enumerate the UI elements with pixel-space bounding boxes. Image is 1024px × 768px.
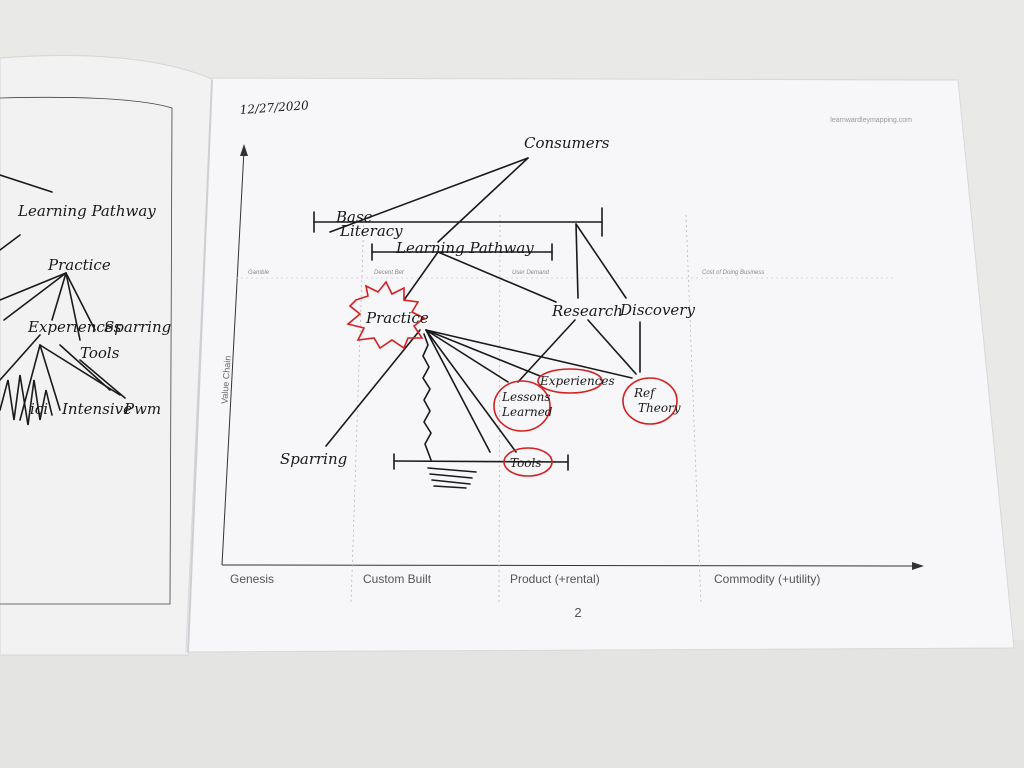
page-number: 2 [574, 605, 581, 620]
experiences-circle [537, 368, 603, 394]
node-ref-theory-line2: Theory [638, 401, 681, 415]
map-axes [221, 144, 924, 605]
y-axis-arrow [240, 144, 248, 156]
stage-label-genesis: Genesis [230, 572, 274, 586]
node-ref-theory-line1: Ref [633, 386, 657, 400]
ref-theory-circle [622, 377, 678, 425]
left-intensive-label: Intensive [61, 400, 132, 418]
node-learning-pathway: Learning Pathway [395, 239, 534, 257]
node-lessons-learned-line2: Learned [501, 405, 553, 419]
website-label: learnwardleymapping.com [830, 117, 912, 124]
practice-burst-highlight [346, 280, 426, 350]
table-surface [0, 640, 1024, 768]
node-base-literacy-line2: Literacy [339, 222, 403, 240]
left-tools-label: Tools [80, 344, 120, 362]
evolution-bars [313, 207, 603, 471]
left-experiences-label: Experiences [27, 318, 122, 336]
phase-label-gamble: Gamble [248, 270, 270, 276]
map-node-labels: Consumers Base Literacy Learning Pathway… [280, 134, 695, 470]
node-sparring: Sparring [280, 450, 347, 468]
stage-label-commodity: Commodity (+utility) [714, 572, 820, 586]
left-learning-pathway-label: Learning Pathway [17, 202, 156, 220]
left-page [0, 55, 215, 656]
left-sparring-label: Sparring [104, 318, 171, 336]
stage-label-custom-built: Custom Built [363, 572, 432, 586]
phase-label-user-demand: User Demand [512, 270, 550, 276]
left-page-labels: Learning Pathway Practice Experiences Sp… [17, 202, 171, 418]
node-lessons-learned-line1: Lessons [501, 390, 551, 404]
red-highlights [346, 280, 678, 477]
phase-label-decent-bet: Decent Bet [374, 270, 404, 276]
node-consumers: Consumers [524, 134, 610, 152]
stage-label-product: Product (+rental) [510, 572, 600, 586]
left-practice-label: Practice [47, 256, 111, 274]
map-links [325, 157, 641, 489]
x-axis-arrow [912, 562, 924, 570]
date-label: 12/27/2020 [239, 98, 309, 117]
y-axis-label: Value Chain [219, 355, 232, 404]
left-ici-label: ici [30, 400, 48, 418]
node-tools: Tools [510, 456, 542, 470]
node-discovery: Discovery [619, 301, 695, 319]
tools-circle [503, 447, 553, 477]
lessons-learned-circle [493, 380, 551, 432]
node-practice: Practice [365, 309, 429, 327]
node-experiences: Experiences [539, 374, 615, 388]
node-research: Research [551, 302, 623, 320]
node-base-literacy-line1: Base [335, 208, 373, 226]
phase-label-cost-of-doing-business: Cost of Doing Business [702, 270, 764, 276]
left-pwm-label: Pwm [123, 400, 161, 418]
